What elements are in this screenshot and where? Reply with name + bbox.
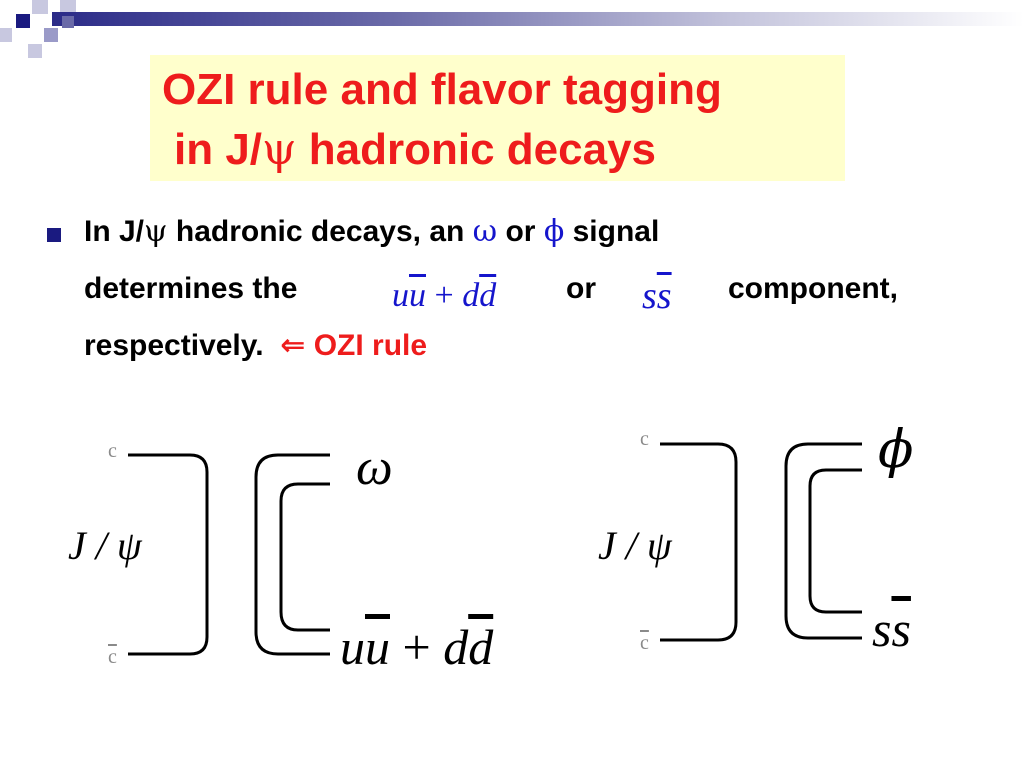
formula-plus: + <box>402 619 431 675</box>
charm-quark-label: c <box>108 440 117 462</box>
header-gradient-bar <box>52 12 1024 26</box>
formula-u: u <box>392 277 409 314</box>
text-run: respectively. <box>84 329 264 362</box>
ozi-rule-label: OZI rule <box>313 329 428 362</box>
jpsi-label: J / ψ <box>68 523 142 568</box>
formula-u-bar: u <box>365 619 390 675</box>
formula-s: s <box>642 275 657 317</box>
omega-meson-label: ω <box>356 439 393 496</box>
jpsi-label: J / ψ <box>598 523 672 568</box>
strange-quark-line-outer <box>784 442 862 640</box>
formula-d: d <box>462 277 480 314</box>
title-line-1: OZI rule and flavor tagging <box>162 65 722 114</box>
formula-plus: + <box>434 277 454 314</box>
light-quark-line-inner <box>279 482 330 632</box>
title-text: in J/ <box>174 125 263 174</box>
decor-square <box>0 28 12 42</box>
charm-quark-label: c <box>640 428 649 450</box>
decor-square <box>32 0 48 14</box>
decor-square <box>60 0 76 12</box>
title-text: hadronic decays <box>296 125 657 174</box>
decor-square <box>16 14 30 28</box>
text-run: or <box>497 215 544 248</box>
formula-d: d <box>443 619 469 675</box>
bullet-line-2-component: component, <box>728 272 898 305</box>
title-line-2: in J/ψ hadronic decays <box>174 125 656 175</box>
formula-ss: ss <box>642 276 672 316</box>
formula-s: s <box>872 601 892 657</box>
psi-symbol: ψ <box>144 214 168 249</box>
omega-symbol: ω <box>472 214 498 249</box>
formula-uu-plus-dd: uu + dd <box>392 276 496 316</box>
anticharm-quark-label: c <box>108 646 117 668</box>
bullet-line-1: In J/ψ hadronic decays, an ω or ϕ signal <box>84 214 659 250</box>
decor-square <box>28 44 42 58</box>
bullet-line-3: respectively. ⇐ OZI rule <box>84 328 427 364</box>
text-run: In J/ <box>84 215 145 248</box>
arrow-left-icon: ⇐ <box>280 328 306 363</box>
decor-square <box>44 28 58 42</box>
formula-u-bar: u <box>409 277 426 314</box>
bullet-line-2-or: or <box>566 272 596 305</box>
title-box <box>150 55 845 181</box>
bullet-line-2-a: determines the <box>84 272 298 305</box>
bullet-square-icon <box>47 228 61 242</box>
phi-symbol: ϕ <box>543 214 565 249</box>
uu-plus-dd-label: uu + dd <box>340 618 493 676</box>
formula-u: u <box>340 619 365 675</box>
phi-meson-label: ϕ <box>878 420 914 480</box>
formula-d-bar: d <box>479 277 497 314</box>
psi-symbol: ψ <box>262 124 297 175</box>
formula-s-bar: s <box>891 601 911 657</box>
text-run: hadronic decays, an <box>167 215 473 248</box>
text-run: signal <box>564 215 660 248</box>
formula-s-bar: s <box>656 275 672 317</box>
anticharm-quark-label: c <box>640 632 649 654</box>
ss-label: ss <box>872 600 911 658</box>
decor-square <box>62 16 74 28</box>
formula-d-bar: d <box>468 619 494 675</box>
strange-quark-line-inner <box>808 468 862 614</box>
light-quark-line-outer <box>254 453 330 656</box>
